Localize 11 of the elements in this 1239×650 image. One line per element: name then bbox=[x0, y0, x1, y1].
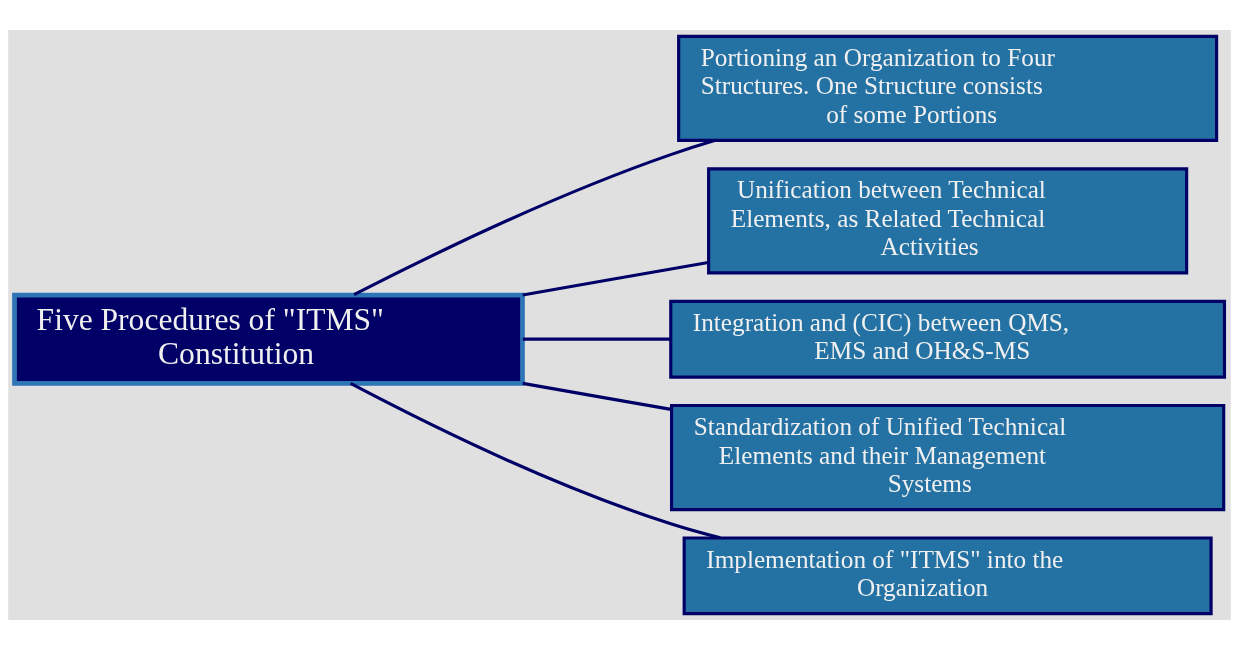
connector bbox=[353, 139, 715, 297]
node-box: Standardization of Unified Technical Elements and their Management Systems bbox=[669, 403, 1226, 512]
connector bbox=[522, 260, 709, 297]
connector bbox=[522, 381, 672, 411]
connector bbox=[349, 382, 721, 540]
connector bbox=[522, 337, 671, 341]
node-box: Unification between Technical Elements, as Related Technical Activities bbox=[707, 167, 1189, 275]
node-box: Integration and (CIC) between QMS, EMS and OH&S-MS bbox=[669, 299, 1227, 379]
node-box: Five Procedures of "ITMS" Constitution bbox=[12, 292, 525, 386]
node-box: Implementation of "ITMS" into the Organization bbox=[682, 536, 1213, 616]
node-box: Portioning an Organization to Four Structures. One Structure consists of some Portions bbox=[677, 34, 1219, 142]
